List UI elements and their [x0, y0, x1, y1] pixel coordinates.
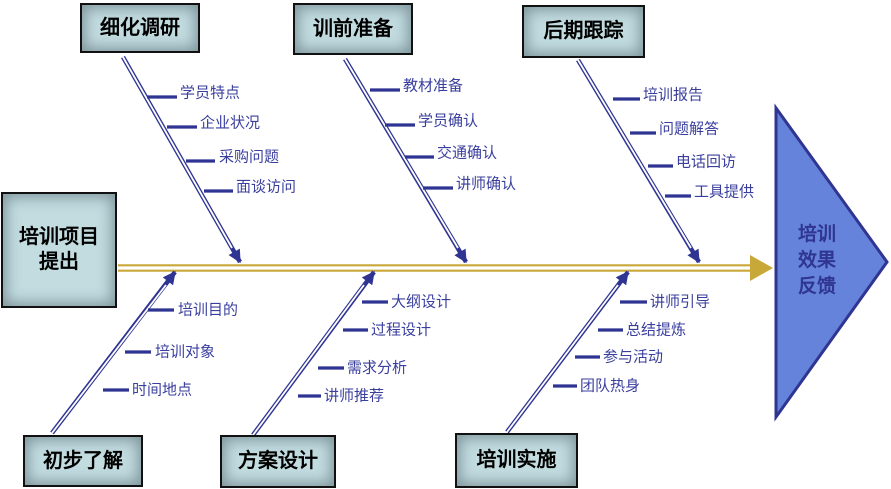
branch-line-3-gap — [577, 59, 692, 249]
item-label: 讲师确认 — [456, 175, 517, 193]
item-label: 采购问题 — [219, 148, 280, 166]
item-label: 学员确认 — [418, 112, 479, 130]
item-label: 培训报告 — [643, 86, 704, 104]
item-label: 时间地点 — [132, 381, 193, 399]
branch-line-6-gap — [506, 284, 619, 433]
item-label: 过程设计 — [371, 321, 432, 339]
start-box-line-1: 培训项目 — [19, 226, 99, 248]
start-box-training-project-proposal: 培训项目 提出 — [1, 192, 117, 308]
category-box-pre-training-prep: 训前准备 — [293, 3, 413, 55]
branch-line-2-gap — [344, 58, 459, 249]
category-box-initial-understanding: 初步了解 — [23, 435, 143, 487]
item-label: 参与活动 — [603, 348, 664, 366]
category-label: 训前准备 — [313, 17, 393, 40]
category-label: 后期跟踪 — [543, 20, 624, 42]
head-arrow-label: 培训 效果 反馈 — [776, 222, 858, 300]
item-ticks — [103, 88, 691, 398]
head-label-line-1: 培训 — [797, 224, 836, 245]
item-label: 讲师引导 — [650, 293, 711, 311]
category-box-plan-design: 方案设计 — [220, 435, 336, 488]
category-label: 方案设计 — [238, 450, 318, 472]
category-label: 培训实施 — [476, 449, 557, 471]
item-label: 培训目的 — [178, 301, 239, 319]
item-label: 问题解答 — [659, 120, 720, 138]
category-box-follow-up: 后期跟踪 — [522, 5, 645, 58]
item-label: 总结提炼 — [626, 321, 687, 339]
spine-arrowhead-icon — [750, 255, 773, 281]
item-label: 团队热身 — [580, 377, 641, 395]
item-label: 电话回访 — [676, 153, 737, 171]
category-label: 细化调研 — [100, 16, 180, 39]
branch-line-1-gap — [122, 56, 233, 249]
item-label: 教材准备 — [403, 77, 464, 95]
head-label-line-3: 反馈 — [797, 276, 836, 297]
head-label-line-2: 效果 — [797, 250, 836, 271]
category-box-refine-research: 细化调研 — [80, 3, 200, 53]
item-label: 工具提供 — [694, 183, 755, 201]
item-label: 交通确认 — [437, 144, 498, 162]
branch-line-5-gap — [252, 284, 365, 436]
item-label: 培训对象 — [155, 343, 216, 361]
branch-line-4-gap — [51, 284, 167, 434]
start-box-line-2: 提出 — [39, 251, 79, 273]
category-box-training-implementation: 培训实施 — [455, 433, 578, 488]
item-label: 企业状况 — [200, 114, 261, 132]
category-label: 初步了解 — [43, 449, 123, 472]
item-label: 讲师推荐 — [324, 387, 385, 405]
item-label: 学员特点 — [180, 84, 241, 102]
start-box-label: 培训项目 提出 — [19, 225, 99, 275]
item-label: 大纲设计 — [391, 293, 452, 311]
item-label: 面谈访问 — [236, 178, 297, 196]
item-label: 需求分析 — [347, 359, 408, 377]
head-arrow-shape — [774, 103, 889, 422]
